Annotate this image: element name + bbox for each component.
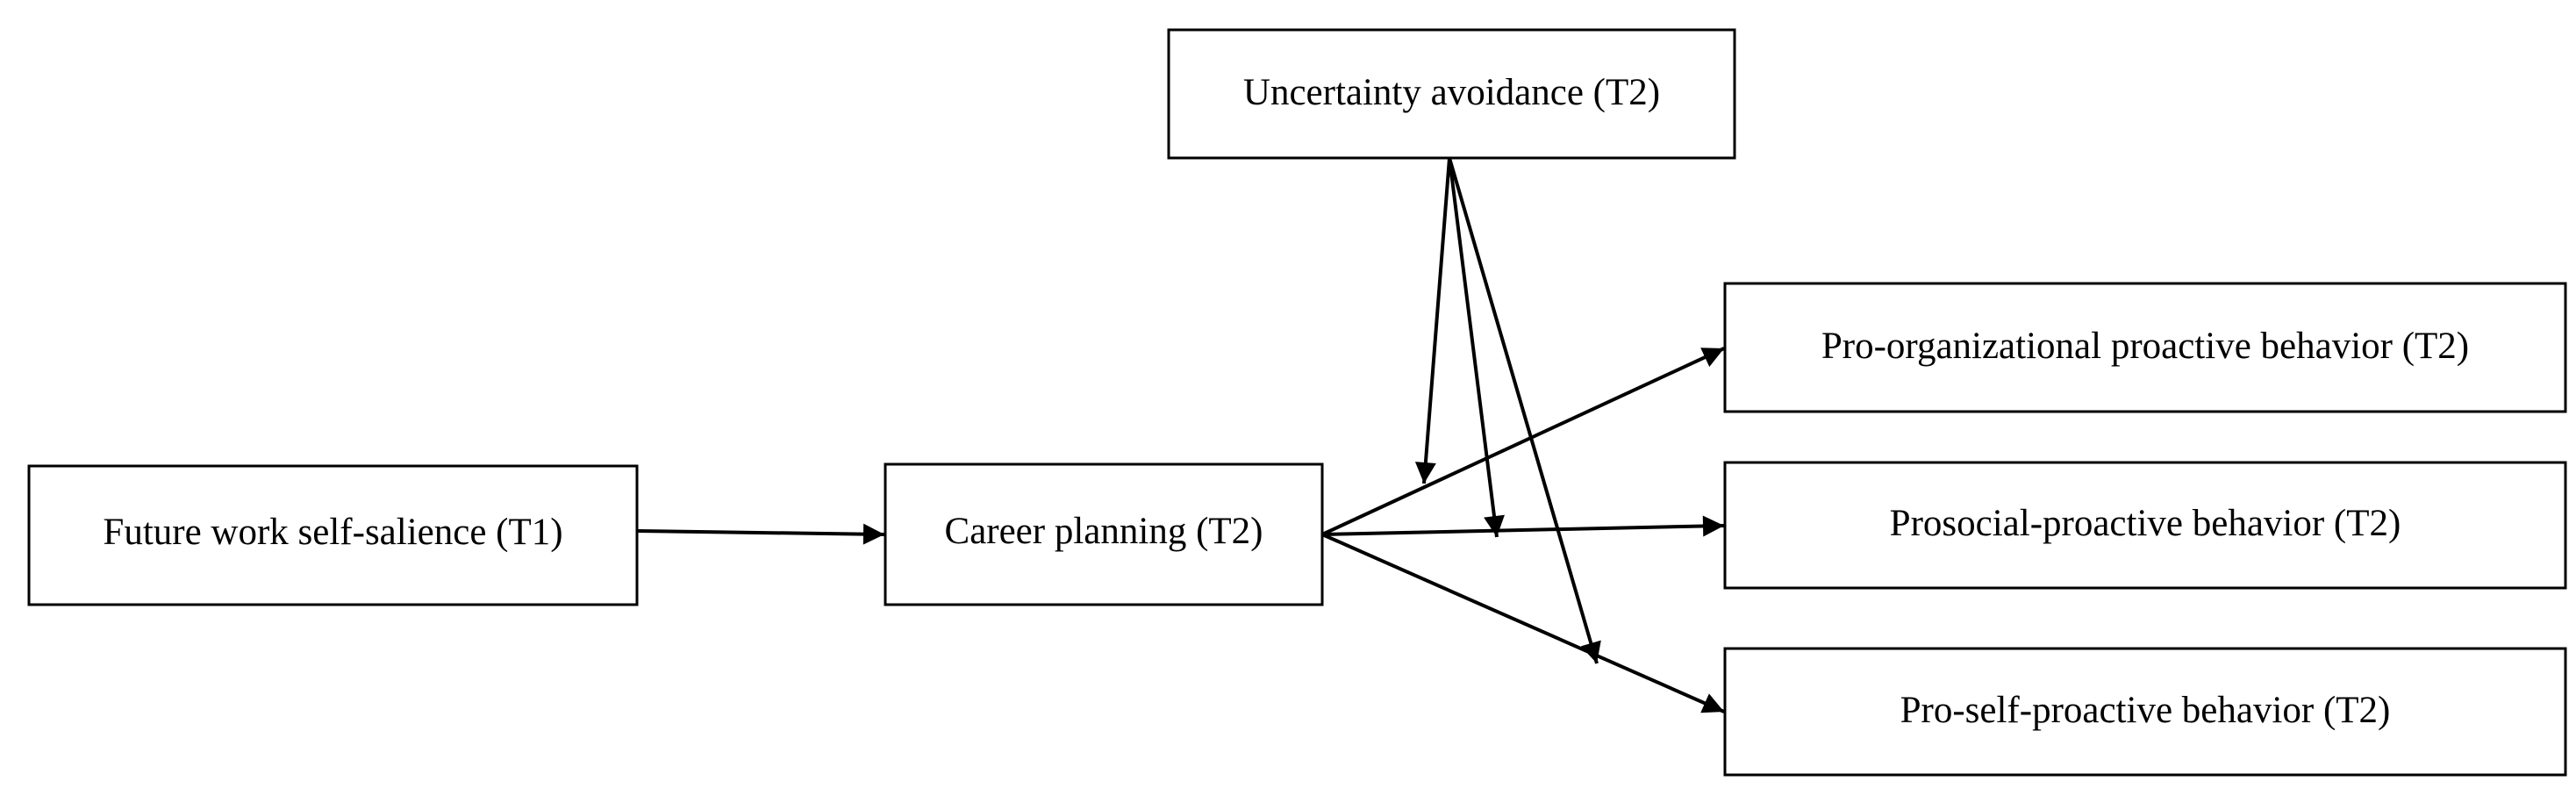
edge-career-planning-to-pro-organizational: [1321, 347, 1725, 536]
node-label-career-planning: Career planning (T2): [945, 511, 1263, 552]
node-pro-self-proactive-behavior: Pro-self-proactive behavior (T2): [1723, 647, 2567, 777]
edge-future-work-to-career-planning: [636, 523, 885, 545]
node-label-uncertainty-avoidance: Uncertainty avoidance (T2): [1243, 72, 1660, 113]
edge-career-planning-to-pro-self: [1321, 533, 1725, 713]
node-pro-organizational-proactive-behavior: Pro-organizational proactive behavior (T…: [1723, 282, 2567, 413]
node-label-pro-self: Pro-self-proactive behavior (T2): [1900, 690, 2391, 731]
node-label-pro-organizational: Pro-organizational proactive behavior (T…: [1821, 326, 2469, 367]
moderation-arrow-to-pro-self-path: [1448, 157, 1601, 664]
node-label-prosocial: Prosocial-proactive behavior (T2): [1890, 503, 2401, 544]
moderation-arrow-to-pro-organizational-path: [1414, 157, 1451, 484]
moderation-arrow-to-prosocial-path: [1448, 157, 1505, 538]
edge-career-planning-to-prosocial: [1321, 515, 1725, 537]
node-uncertainty-avoidance: Uncertainty avoidance (T2): [1167, 28, 1736, 160]
edges: [636, 157, 1725, 713]
node-future-work-self-salience: Future work self-salience (T1): [27, 464, 639, 606]
node-career-planning: Career planning (T2): [884, 462, 1324, 606]
node-label-future-work-self-salience: Future work self-salience (T1): [103, 512, 562, 553]
node-prosocial-proactive-behavior: Prosocial-proactive behavior (T2): [1723, 461, 2567, 590]
